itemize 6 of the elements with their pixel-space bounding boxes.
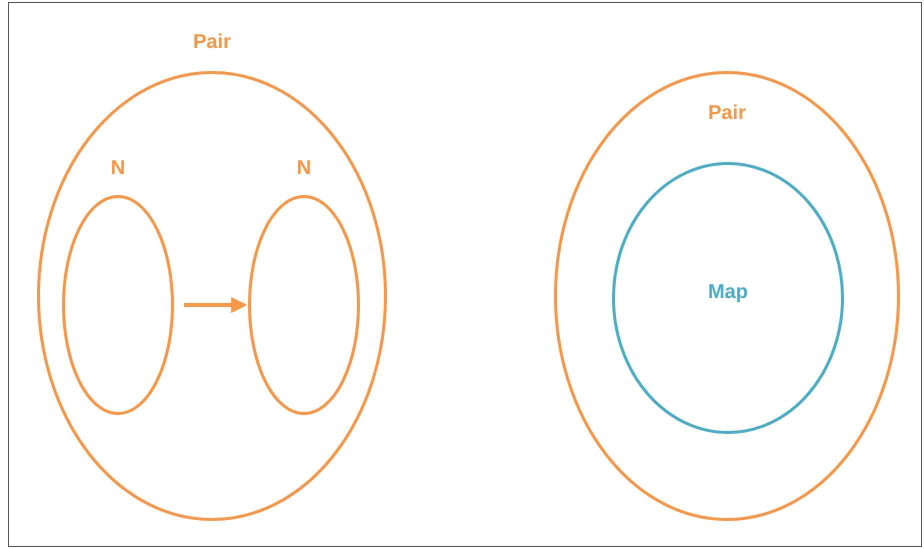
ellipse-label: Pair <box>708 103 746 123</box>
ellipse-label: Pair <box>193 32 231 52</box>
ellipse-label: N <box>296 158 312 178</box>
ellipse-label: N <box>110 158 126 178</box>
arrow <box>184 297 248 313</box>
ellipse-label: Map <box>708 282 748 302</box>
